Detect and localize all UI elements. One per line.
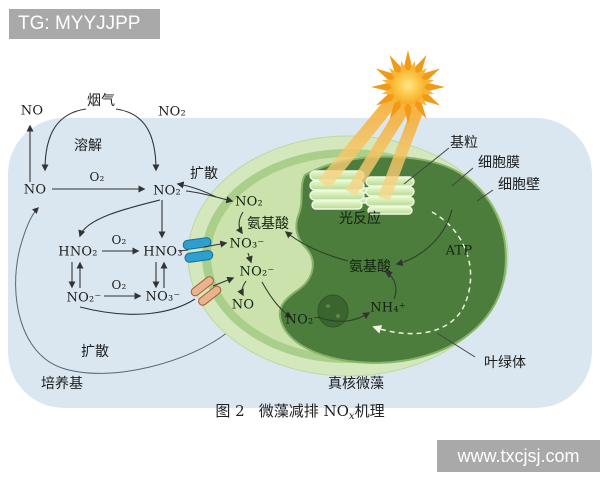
chloroplast-callout-label: 叶绿体	[484, 355, 526, 371]
chloro-amino-acid-label: 氨基酸	[349, 259, 391, 275]
watermark-top-left: TG: MYYJJPP	[9, 9, 160, 39]
cyto-no2-label: NO₂	[235, 194, 263, 210]
o2-label-row1: O₂	[89, 170, 105, 184]
no-diffusion-loop-arrow	[15, 207, 229, 374]
gas-no2-label: NO₂	[158, 104, 186, 120]
o2-label-row3: O₂	[111, 278, 127, 292]
sun-icon	[371, 50, 445, 124]
hno3-label: HNO₃	[143, 244, 183, 260]
caption-fig-number: 图 2	[215, 402, 245, 420]
caption-title-post: 机理	[354, 402, 385, 420]
cyto-amino-acid-label: 氨基酸	[247, 216, 289, 232]
callout-leader-lines	[403, 147, 494, 358]
medium-no2-label: NO₂	[153, 183, 181, 199]
atp-cycle-dashed-arrow	[372, 211, 472, 335]
wall-callout-label: 细胞壁	[498, 177, 540, 193]
o2-label-row2: O₂	[111, 233, 127, 247]
intracellular-arrows	[235, 209, 453, 322]
cyto-no3-ion-label: NO₃⁻	[229, 236, 265, 252]
gas-no-label: NO	[20, 103, 44, 119]
flue-gas-label: 烟气	[87, 93, 115, 109]
dissolve-label: 溶解	[74, 138, 102, 154]
culture-medium-label: 培养基	[41, 376, 83, 392]
granum-callout-label: 基粒	[450, 135, 478, 151]
atp-label: ATP	[445, 243, 473, 259]
nitrite-channel-orange-icon	[190, 276, 222, 306]
medium-no2-ion-label: NO₂⁻	[66, 290, 102, 306]
reaction-arrows	[26, 108, 235, 315]
microalgae-cell	[187, 135, 509, 377]
cyto-no-label: NO	[231, 297, 255, 313]
cyto-no2-ion-label: NO₂⁻	[239, 264, 275, 280]
hno2-label: HNO₂	[58, 244, 98, 260]
chloro-no2-ion-label: NO₂⁻	[285, 312, 321, 328]
organism-label: 真核微藻	[328, 376, 384, 392]
sunlight-beams	[318, 98, 424, 200]
nh4-label: NH₄⁺	[370, 300, 406, 316]
medium-no-label: NO	[23, 182, 47, 198]
watermark-bottom-right: www.txcjsj.com	[437, 440, 600, 472]
diffusion-bottom-label: 扩散	[81, 344, 109, 360]
diffusion-top-label: 扩散	[190, 166, 218, 182]
light-reaction-label: 光反应	[339, 211, 381, 227]
figure-caption: 图 2 微藻减排 NOx机理	[215, 400, 384, 422]
pyrenoid	[317, 294, 349, 328]
caption-title-subscript: x	[348, 411, 355, 422]
medium-no3-ion-label: NO₃⁻	[145, 289, 181, 305]
membrane-callout-label: 细胞膜	[478, 155, 520, 171]
caption-title-pre: 微藻减排 NO	[258, 402, 349, 420]
